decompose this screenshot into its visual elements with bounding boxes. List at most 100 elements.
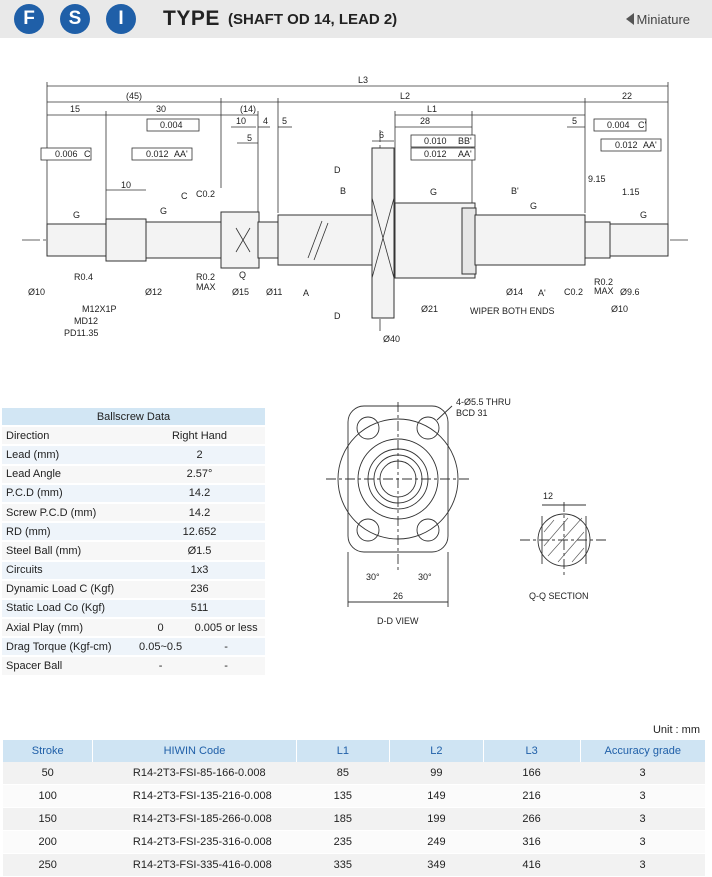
- table-cell: 3: [580, 762, 705, 785]
- dim-30: 30: [156, 104, 166, 114]
- chamfer-c02-left: C0.2: [196, 189, 215, 199]
- grind-mark-4: G: [530, 201, 537, 211]
- ref-bb: BB': [458, 136, 472, 146]
- table-cell: 250: [2, 853, 93, 877]
- table-cell: 3: [580, 853, 705, 877]
- dia-21: Ø21: [421, 304, 438, 314]
- table-cell: 235: [296, 830, 390, 854]
- badge-f: F: [14, 4, 44, 34]
- spec-value: 236: [134, 579, 265, 600]
- table-cell: 3: [580, 807, 705, 831]
- dia-96: Ø9.6: [620, 287, 640, 297]
- grind-mark-5: G: [640, 210, 647, 220]
- max-left: MAX: [196, 282, 216, 292]
- dia-10-left: Ø10: [28, 287, 45, 297]
- spec-label: Drag Torque (Kgf-cm): [2, 637, 134, 658]
- thread-md12: MD12: [74, 316, 98, 326]
- ref-a-prime-box: A': [538, 288, 546, 298]
- table-cell: 349: [389, 853, 484, 877]
- column-header: L1: [295, 740, 390, 762]
- ballscrew-row: Drag Torque (Kgf-cm) 0.05~0.5 -: [2, 637, 265, 658]
- spec-value: 14.2: [134, 483, 265, 504]
- table-cell: 85: [296, 762, 390, 785]
- table-cell: 150: [2, 807, 93, 831]
- max-right: MAX: [594, 286, 614, 296]
- dim-22: 22: [622, 91, 632, 101]
- dim-915: 9.15: [588, 174, 606, 184]
- thread-pd: PD11.35: [64, 328, 98, 338]
- spec-label: Lead Angle: [2, 464, 134, 485]
- dim-l2: L2: [400, 91, 410, 101]
- table-cell: 100: [2, 784, 93, 808]
- bcd-note: BCD 31: [456, 408, 488, 418]
- thread-m12: M12X1P: [82, 304, 117, 314]
- tol-circ: 0.006: [55, 149, 78, 159]
- ref-q: Q: [239, 270, 246, 280]
- hiwin-code-cell: R14-2T3-FSI-185-266-0.008: [92, 807, 297, 831]
- ballscrew-row: Lead (mm) 2: [2, 445, 265, 466]
- ballscrew-row: Spacer Ball - -: [2, 656, 265, 677]
- spec-label: Static Load Co (Kgf): [2, 598, 134, 620]
- spec-label: Circuits: [2, 560, 134, 581]
- spec-value-a: -: [134, 656, 188, 677]
- hiwin-code-cell: R14-2T3-FSI-135-216-0.008: [92, 784, 297, 808]
- column-header: L2: [389, 740, 484, 762]
- spec-value-a: 0: [134, 618, 188, 639]
- spec-label: RD (mm): [2, 522, 134, 543]
- ballscrew-row: Axial Play (mm) 0 0.005 or less: [2, 618, 265, 639]
- spec-value: 1x3: [134, 560, 265, 581]
- column-header: Accuracy grade: [579, 740, 705, 762]
- flange-views: 4-Ø5.5 THRU BCD 31 30° 30° 26 D-D VIEW 1…: [326, 397, 608, 626]
- table-cell: 135: [296, 784, 390, 808]
- hiwin-code-cell: R14-2T3-FSI-235-316-0.008: [92, 830, 297, 854]
- ref-c-prime: C': [638, 120, 646, 130]
- type-title: TYPE: [163, 7, 220, 30]
- ballscrew-row: Screw P.C.D (mm) 14.2: [2, 502, 265, 524]
- table-cell: 3: [580, 784, 705, 808]
- spec-label: Spacer Ball: [2, 656, 134, 677]
- tol-runout4: 0.012: [615, 140, 638, 150]
- ref-c-box: C: [181, 191, 188, 201]
- table-cell: 149: [389, 784, 484, 808]
- hiwin-code-cell: R14-2T3-FSI-85-166-0.008: [92, 762, 297, 785]
- grind-mark-2: G: [160, 206, 167, 216]
- table-cell: 249: [389, 830, 484, 854]
- tol-runout3: 0.012: [424, 149, 447, 159]
- thru-holes-note: 4-Ø5.5 THRU: [456, 397, 511, 407]
- angle-30-left: 30°: [366, 572, 380, 582]
- dim-15: 15: [70, 104, 80, 114]
- table-cell: 3: [580, 830, 705, 854]
- grind-mark-3: G: [430, 187, 437, 197]
- table-cell: 335: [296, 853, 390, 877]
- ref-c: C: [84, 149, 91, 159]
- ref-aa-2: AA': [458, 149, 472, 159]
- ref-b-prime-box: B': [511, 186, 519, 196]
- badge-i: I: [106, 4, 136, 34]
- radius-r02-right: R0.2: [594, 277, 613, 287]
- ref-d-top: D: [334, 165, 341, 175]
- ballscrew-data-title: Ballscrew Data: [2, 408, 265, 428]
- column-header: Stroke: [1, 740, 93, 762]
- miniature-nav-link[interactable]: Miniature: [625, 12, 690, 27]
- back-arrow-icon: [625, 13, 634, 25]
- dim-115: 1.15: [622, 187, 640, 197]
- qq-section-label: Q-Q SECTION: [529, 591, 589, 601]
- spec-value-b: -: [187, 656, 265, 677]
- dd-view-label: D-D VIEW: [377, 616, 419, 626]
- dim-5b: 5: [572, 116, 577, 126]
- dim-10b: 10: [121, 180, 131, 190]
- table-cell: 199: [389, 807, 484, 831]
- ballscrew-row: P.C.D (mm) 14.2: [2, 483, 265, 504]
- ballscrew-row: Lead Angle 2.57°: [2, 464, 265, 485]
- spec-value: Right Hand: [134, 426, 265, 447]
- dim-45: (45): [126, 91, 142, 101]
- page-header: F S I TYPE (SHAFT OD 14, LEAD 2) Miniatu…: [0, 0, 712, 38]
- dim-12-flat: 12: [543, 491, 553, 501]
- spec-label: Steel Ball (mm): [2, 541, 134, 562]
- tol-flat2: 0.004: [607, 120, 630, 130]
- spec-value: 2: [134, 445, 265, 466]
